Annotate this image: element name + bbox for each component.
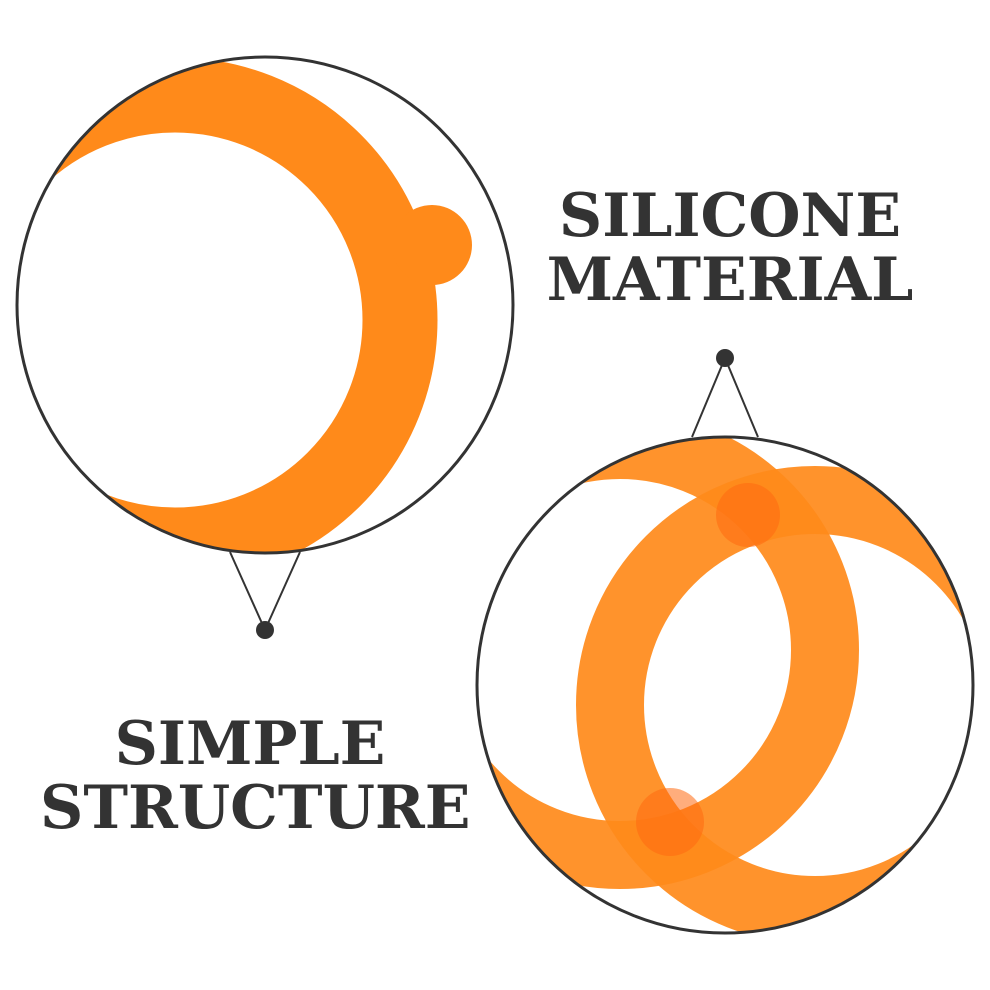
bottom-pointer-dot: [716, 349, 734, 367]
ring-overlap-top: [716, 483, 780, 547]
bottom-magnified-view: [475, 349, 975, 935]
ring-overlap-bottom: [636, 788, 704, 856]
simple-structure-line2: STRUCTURE: [40, 773, 471, 843]
top-pointer-line-left: [229, 551, 266, 631]
top-magnified-view: [15, 55, 515, 639]
bottom-pointer-line-left: [691, 357, 726, 438]
simple-structure-label: SIMPLE STRUCTURE: [40, 709, 471, 843]
bottom-lens-outline: [475, 435, 975, 935]
ring-tab: [392, 205, 472, 285]
bottom-pointer-line-right: [724, 357, 759, 438]
silicone-material-line2: MATERIAL: [546, 245, 914, 315]
top-pointer-line-right: [264, 551, 301, 631]
simple-structure-line1: SIMPLE: [114, 709, 386, 779]
top-pointer-dot: [256, 621, 274, 639]
silicone-material-line1: SILICONE: [558, 181, 902, 251]
interlocking-ring-right: [576, 466, 973, 933]
silicone-material-label: SILICONE MATERIAL: [540, 184, 920, 312]
top-lens-outline: [15, 55, 515, 555]
